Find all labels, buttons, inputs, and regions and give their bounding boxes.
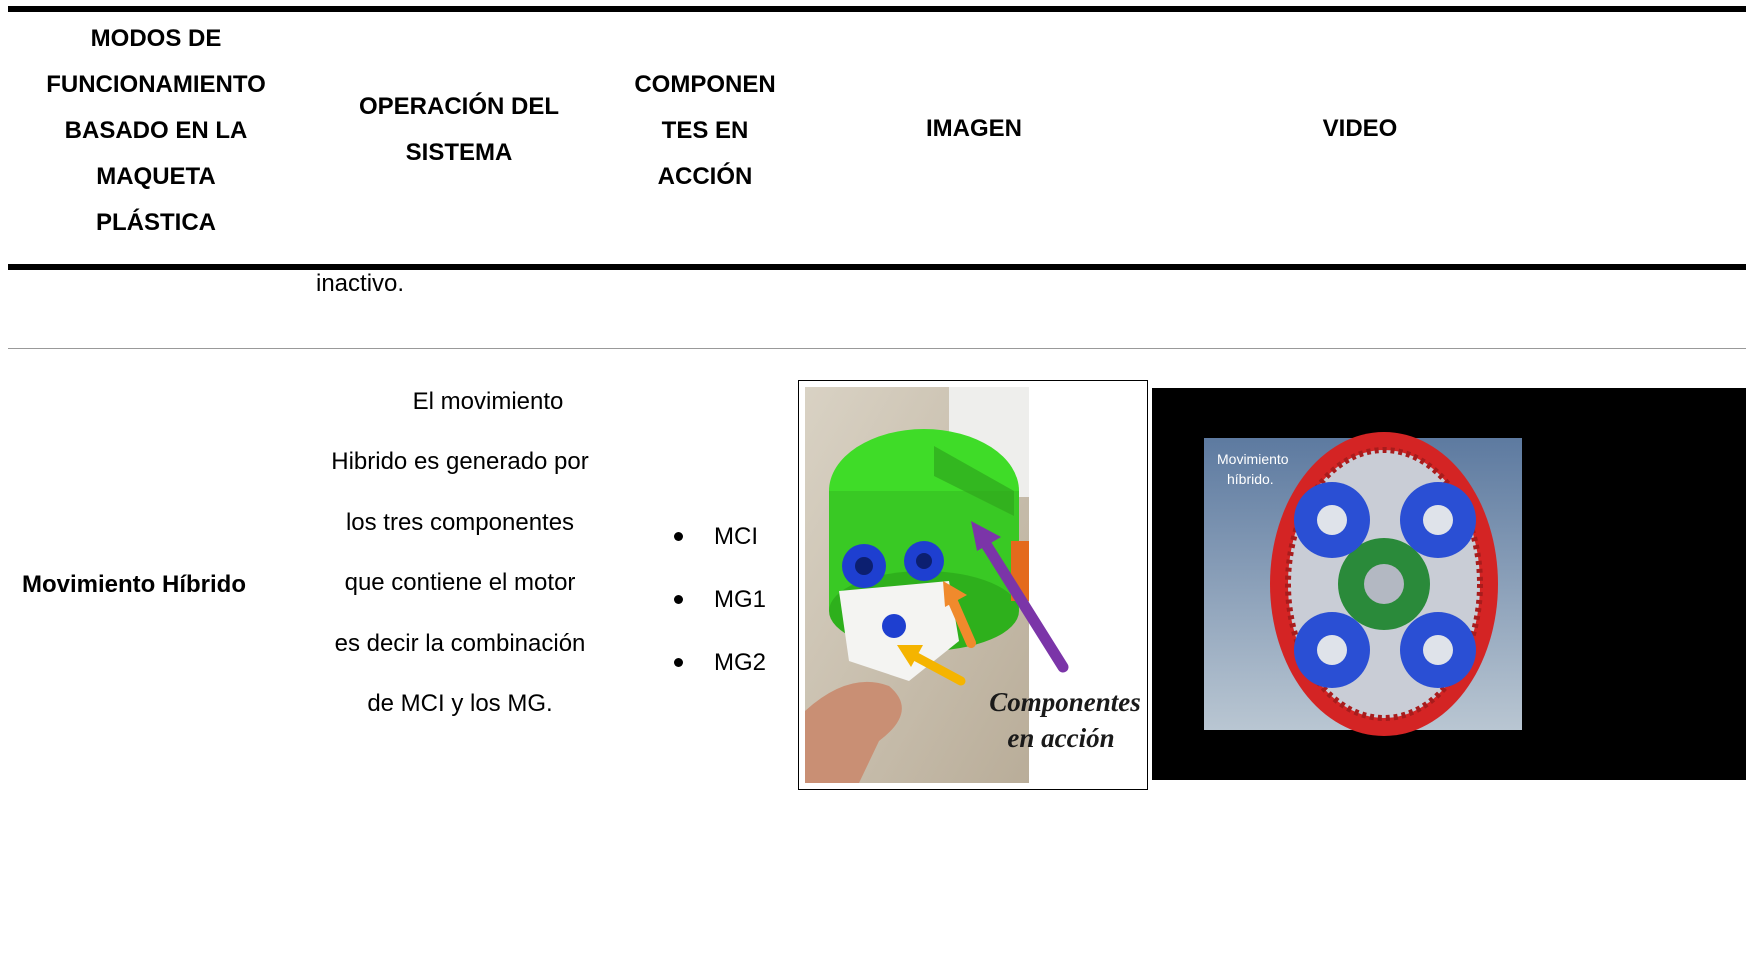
gear-hub <box>855 557 873 575</box>
list-item: MG2 <box>670 631 766 694</box>
sun-gear-hole <box>1364 564 1404 604</box>
component-label: MCI <box>714 523 758 550</box>
component-label: MG1 <box>714 586 767 613</box>
components-list: MCI MG1 MG2 <box>670 505 766 694</box>
mode-name: Movimiento Híbrido <box>22 571 246 598</box>
video-label-line1: Movimiento <box>1217 451 1289 467</box>
operation-line: los tres componentes <box>345 508 575 536</box>
header-operacion: OPERACIÓN DEL SISTEMA <box>358 93 559 166</box>
orange-arrow-icon <box>946 592 976 648</box>
row-divider <box>8 348 1746 349</box>
video-label-line2: híbrido. <box>1227 471 1274 487</box>
bullet-icon <box>674 595 683 604</box>
yellow-arrow-head <box>897 645 923 667</box>
blue-gear-icon <box>882 614 906 638</box>
photo-caption-line2: en acción <box>1007 723 1114 753</box>
header-modos: MODOS DE FUNCIONAMIENTO BASADO EN LA MAQ… <box>46 25 266 236</box>
gear-teeth <box>934 446 1014 516</box>
list-item: MG1 <box>670 568 766 631</box>
list-item: MCI <box>670 505 766 568</box>
hand <box>805 681 902 783</box>
operation-line: El movimiento <box>412 388 564 415</box>
operation-line: Hibrido es generado por <box>331 448 589 476</box>
header-bottom-rule <box>8 264 1746 270</box>
table-top-rule <box>8 6 1746 12</box>
orange-arrow-head <box>943 581 967 607</box>
operation-line: es decir la combinación <box>334 629 586 657</box>
photo-caption-line1: Componentes <box>989 687 1141 717</box>
ring-gear-teeth <box>1285 447 1483 721</box>
operation-line: que contiene el motor <box>344 569 576 597</box>
video-frame[interactable]: Movimiento híbrido. <box>1152 388 1746 780</box>
bullet-icon <box>674 532 683 541</box>
carry-over-text: inactivo. <box>316 270 405 297</box>
gear-model-photo: Componentes en acción <box>805 387 1141 783</box>
operation-description: El movimiento Hibrido es generado por lo… <box>306 372 614 734</box>
yellow-arrow-icon <box>904 648 966 686</box>
planet-hub <box>1423 635 1453 665</box>
planet-hub <box>1317 505 1347 535</box>
purple-arrow-icon <box>978 535 1069 673</box>
component-photo: Componentes en acción <box>798 380 1148 790</box>
planet-hub <box>1423 505 1453 535</box>
planet-hub <box>1317 635 1347 665</box>
video-still: Movimiento híbrido. <box>1204 432 1522 736</box>
planet-gears <box>1294 482 1476 688</box>
header-imagen: IMAGEN <box>926 115 1022 142</box>
purple-arrow-head <box>971 521 1001 551</box>
header-componentes: COMPONEN TES EN ACCIÓN <box>634 71 776 190</box>
bullet-icon <box>674 658 683 667</box>
operation-line: de MCI y los MG. <box>367 690 553 718</box>
header-video: VIDEO <box>1322 115 1398 142</box>
gear-hub <box>916 553 932 569</box>
component-label: MG2 <box>714 649 767 676</box>
